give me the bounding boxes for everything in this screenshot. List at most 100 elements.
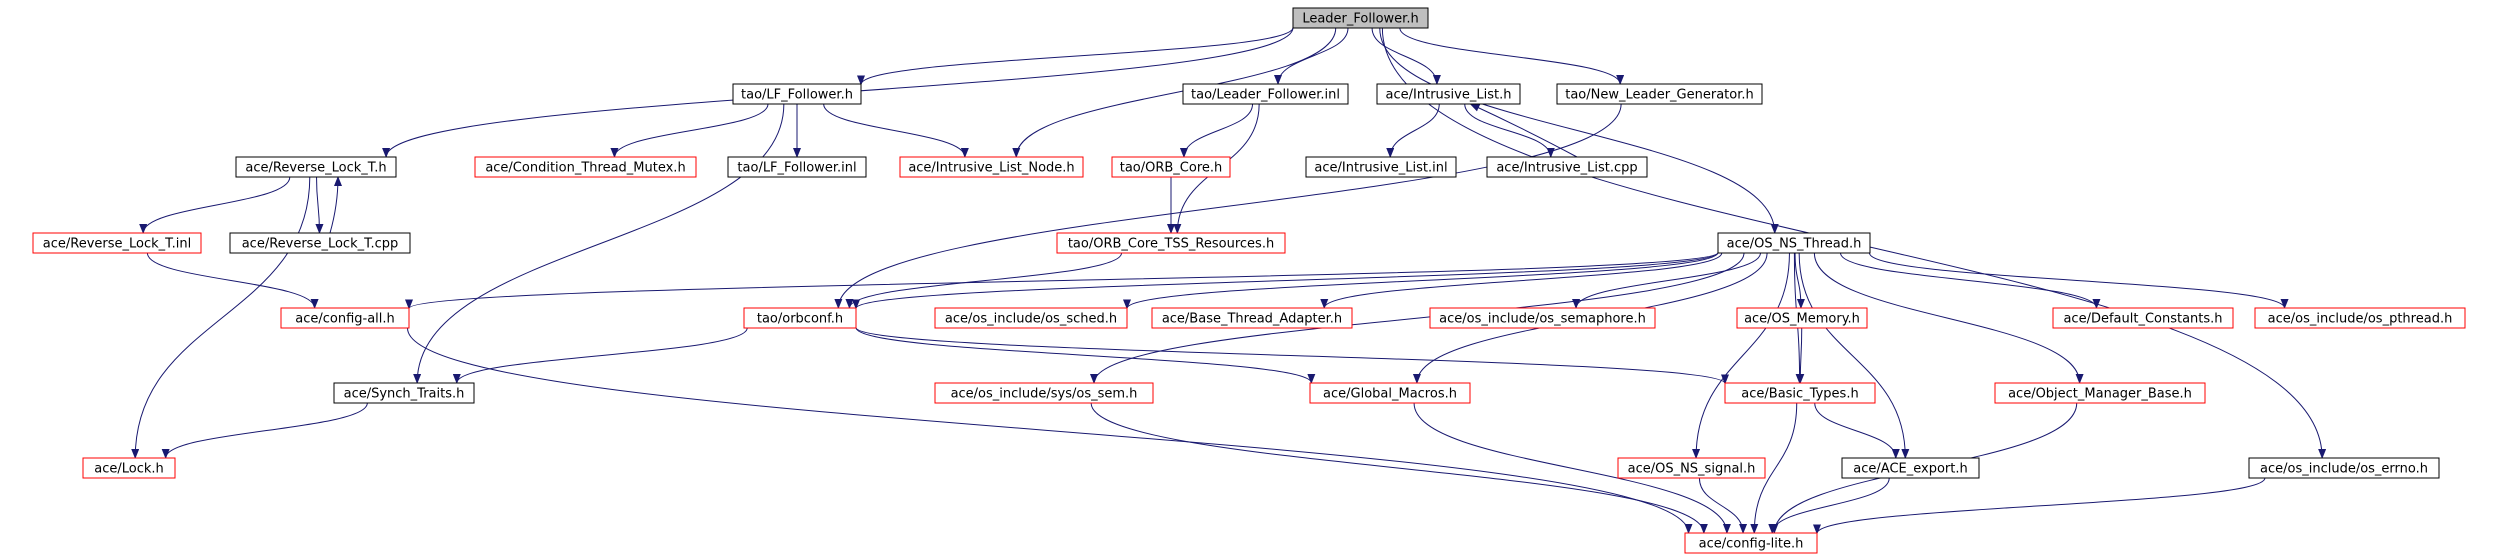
edge-ace_os_ns_thread_h-to-ace_base_thread_adapter_h [1320,252,1723,309]
node-ace_global_macros_h: ace/Global_Macros.h [1309,382,1471,404]
edge-ace_intrusive_list_h-to-ace_intrusive_list_cpp [1464,103,1555,158]
node-ace_condition_thread_mutex_h: ace/Condition_Thread_Mutex.h [474,156,697,178]
node-tao_leader_follower_inl[interactable]: tao/Leader_Follower.inl [1182,83,1349,105]
node-ace_os_include_os_semaphore_h: ace/os_include/os_semaphore.h [1429,307,1656,329]
edge-ace_os_ns_thread_h-to-ace_os_include_os_sched_h [1123,252,1719,310]
edge-ace_os_ns_thread_h-to-ace_default_constants_h [1840,252,2101,309]
edge-tao_lf_follower_h-to-ace_synch_traits_h [413,103,785,384]
node-ace_intrusive_list_inl[interactable]: ace/Intrusive_List.inl [1305,156,1457,178]
node-box [280,307,410,329]
node-box [1724,382,1876,404]
node-ace_config_all_h: ace/config-all.h [280,307,410,329]
edge-ace_intrusive_list_h-to-ace_intrusive_list_inl [1386,103,1440,158]
node-label: tao/LF_Follower.inl [737,161,856,176]
edge-ace_os_ns_signal_h-to-ace_config_lite_h [1698,477,1748,534]
edge-tao_orbconf_h-to-ace_synch_traits_h [452,327,748,384]
node-box [1111,156,1231,178]
nodes-layer: Leader_Follower.h tao/LF_Follower.h tao/Le… [32,7,2466,554]
node-box [1736,307,1868,329]
node-box [1182,83,1349,105]
node-ace_os_ns_signal_h: ace/OS_NS_signal.h [1617,457,1766,479]
node-ace_reverse_lock_t_cpp[interactable]: ace/Reverse_Lock_T.cpp [229,232,411,254]
edge-ace_os_ns_thread_h-to-ace_os_include_os_semaphore_h [1572,252,1761,309]
edge-ace_synch_traits_h-to-ace_lock_h [161,402,368,459]
node-box [1376,83,1521,105]
node-ace_intrusive_list_h[interactable]: ace/Intrusive_List.h [1376,83,1521,105]
node-label: ace/OS_NS_Thread.h [1727,237,1862,252]
node-box [1717,232,1871,254]
node-label: ace/OS_NS_signal.h [1628,462,1756,477]
node-label: ace/Intrusive_List_Node.h [908,161,1074,176]
node-box [1617,457,1766,479]
edge-leader_follower_h-to-ace_intrusive_list_node_h [1012,27,1337,158]
node-box [1556,83,1763,105]
node-label: ace/OS_Memory.h [1744,312,1860,327]
edge-ace_config_all_h-to-ace_config_lite_h [406,327,1693,534]
node-ace_os_include_os_errno_h[interactable]: ace/os_include/os_errno.h [2248,457,2440,479]
node-box [229,232,411,254]
node-ace_object_manager_base_h: ace/Object_Manager_Base.h [1994,382,2206,404]
edge-ace_reverse_lock_t_h-to-ace_reverse_lock_t_inl [139,176,291,234]
node-label: tao/orbconf.h [757,312,843,327]
node-label: ace/os_include/sys/os_sem.h [951,387,1138,402]
edge-ace_global_macros_h-to-ace_config_lite_h [1413,402,1731,534]
node-box [727,156,867,178]
edge-ace_reverse_lock_t_h-to-ace_lock_h [131,176,311,459]
node-ace_ace_export_h[interactable]: ace/ACE_export.h [1841,457,1980,479]
node-ace_reverse_lock_t_h[interactable]: ace/Reverse_Lock_T.h [235,156,397,178]
node-box [1151,307,1353,329]
edge-leader_follower_h-to-ace_intrusive_list_h [1371,27,1441,85]
edge-tao_lf_follower_h-to-ace_condition_thread_mutex_h [610,103,769,158]
edge-ace_os_ns_thread_h-to-ace_object_manager_base_h [1813,252,2084,384]
node-box [32,232,202,254]
node-box [1292,7,1429,29]
edge-tao_new_leader_generator_h-to-tao_orbconf_h [834,103,1622,309]
edges-layer [131,27,2327,535]
node-ace_config_lite_h: ace/config-lite.h [1684,532,1818,554]
node-ace_intrusive_list_cpp[interactable]: ace/Intrusive_List.cpp [1486,156,1648,178]
edge-ace_ace_export_h-to-ace_config_lite_h [1768,477,1890,534]
node-ace_os_ns_thread_h[interactable]: ace/OS_NS_Thread.h [1717,232,1871,254]
node-ace_os_include_os_sched_h: ace/os_include/os_sched.h [934,307,1128,329]
node-label: ace/Reverse_Lock_T.cpp [242,237,399,252]
node-ace_basic_types_h: ace/Basic_Types.h [1724,382,1876,404]
node-label: ace/os_include/os_semaphore.h [1439,312,1646,327]
node-label: ace/Synch_Traits.h [344,387,465,402]
edge-ace_os_ns_thread_h-to-ace_os_include_sys_os_sem_h [1090,252,1745,384]
node-label: ace/Intrusive_List.h [1386,88,1512,103]
edge-ace_reverse_lock_t_h-to-ace_reverse_lock_t_cpp [315,176,324,234]
edge-ace_os_include_os_errno_h-to-ace_config_lite_h [1813,477,2266,535]
node-tao_orbconf_h: tao/orbconf.h [743,307,857,329]
node-label: ace/Default_Constants.h [2063,312,2222,327]
edge-ace_os_memory_h-to-ace_basic_types_h [1796,327,1805,384]
edge-leader_follower_h-to-ace_os_ns_thread_h [1379,27,1779,234]
node-tao_lf_follower_inl[interactable]: tao/LF_Follower.inl [727,156,867,178]
node-box [732,83,862,105]
edge-ace_os_ns_thread_h-to-ace_os_include_os_pthread_h [1868,252,2289,309]
node-label: ace/Base_Thread_Adapter.h [1162,312,1342,327]
edge-ace_os_include_sys_os_sem_h-to-ace_config_lite_h [1090,402,1708,534]
node-box [82,457,176,479]
edge-ace_os_ns_thread_h-to-ace_ace_export_h [1798,252,1910,459]
node-box [1684,532,1818,554]
node-label: ace/ACE_export.h [1853,462,1967,477]
node-leader_follower_h[interactable]: Leader_Follower.h [1292,7,1429,29]
node-label: ace/os_include/os_errno.h [2260,462,2428,477]
edge-leader_follower_h-to-tao_new_leader_generator_h [1399,27,1625,85]
edge-tao_leader_follower_inl-to-tao_orb_core_h [1179,103,1254,158]
edge-ace_basic_types_h-to-ace_config_lite_h [1750,402,1798,534]
node-tao_lf_follower_h[interactable]: tao/LF_Follower.h [732,83,862,105]
node-ace_os_include_sys_os_sem_h: ace/os_include/sys/os_sem.h [934,382,1154,404]
node-box [333,382,475,404]
node-label: tao/ORB_Core.h [1120,161,1223,176]
node-label: tao/New_Leader_Generator.h [1565,88,1754,103]
node-ace_synch_traits_h[interactable]: ace/Synch_Traits.h [333,382,475,404]
node-ace_lock_h: ace/Lock.h [82,457,176,479]
node-tao_new_leader_generator_h[interactable]: tao/New_Leader_Generator.h [1556,83,1763,105]
edge-ace_reverse_lock_t_inl-to-ace_config_all_h [146,252,319,309]
node-box [1429,307,1656,329]
edge-ace_os_ns_thread_h-to-ace_config_all_h [405,252,1719,310]
node-box [474,156,697,178]
node-label: Leader_Follower.h [1302,12,1418,27]
node-tao_orb_core_tss_resources_h: tao/ORB_Core_TSS_Resources.h [1056,232,1286,254]
